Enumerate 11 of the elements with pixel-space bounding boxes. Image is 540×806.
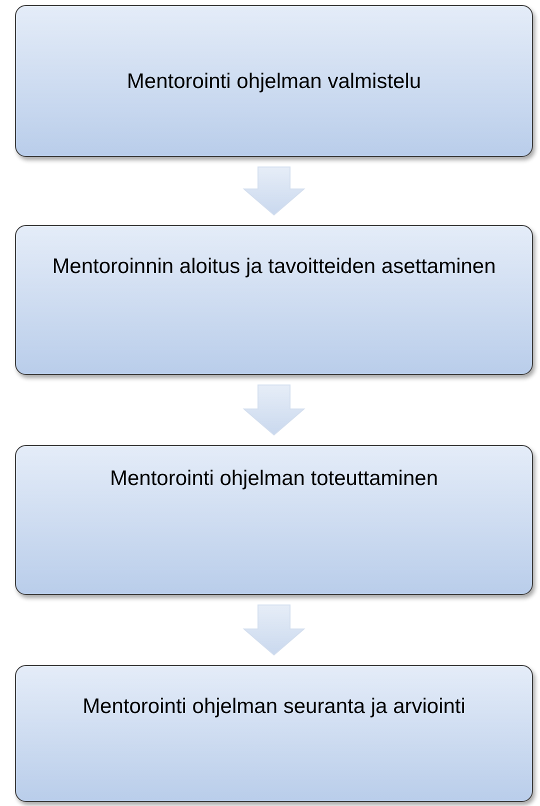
- process-box: [15, 665, 533, 802]
- block-arrow: [242, 166, 306, 216]
- step-text: Mentorointi ohjelman toteuttaminen: [110, 466, 438, 491]
- process-box: [15, 445, 533, 595]
- process-box: [15, 5, 533, 157]
- block-arrow: [242, 604, 306, 656]
- step-text: Mentoroinnin aloitus ja tavoitteiden asettaminen: [52, 254, 496, 279]
- step-text: Mentorointi ohjelman valmistelu: [126, 68, 422, 94]
- step-text: Mentorointi ohjelman seuranta ja arviointi: [82, 694, 466, 719]
- process-box: [15, 225, 533, 375]
- block-arrow: [242, 384, 306, 436]
